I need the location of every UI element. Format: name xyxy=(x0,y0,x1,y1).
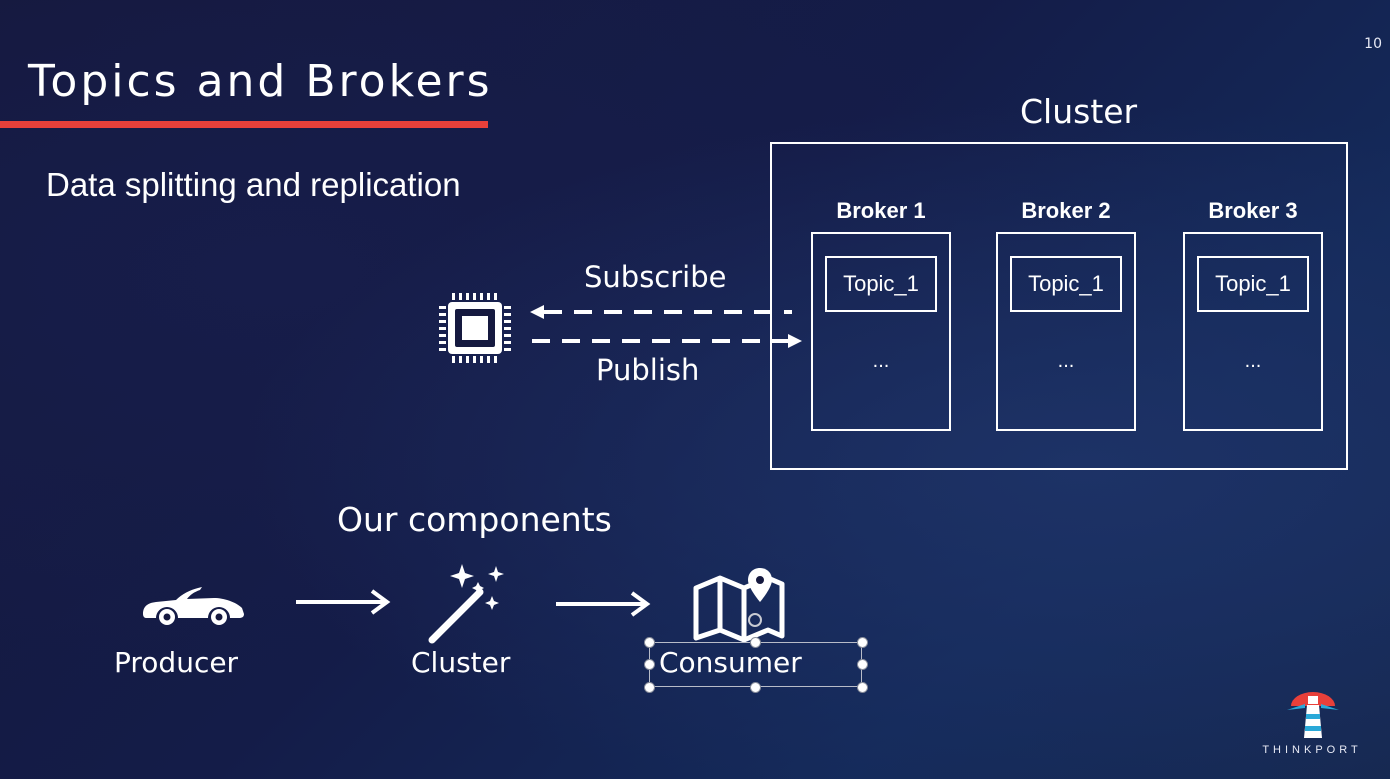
resize-handle[interactable] xyxy=(857,637,868,648)
resize-handle[interactable] xyxy=(857,682,868,693)
topic-box: Topic_1 xyxy=(825,256,937,312)
title-underline xyxy=(0,121,488,128)
cpu-chip-icon xyxy=(439,293,511,363)
broker-label: Broker 3 xyxy=(1208,198,1298,223)
broker-more: ... xyxy=(1057,350,1075,372)
logo-text: THINKPORT xyxy=(1262,744,1362,756)
producer-label: Producer xyxy=(114,646,239,679)
resize-handle[interactable] xyxy=(644,637,655,648)
subscribe-label: Subscribe xyxy=(584,260,727,294)
page-number: 10 xyxy=(1364,36,1382,52)
broker-box xyxy=(1183,232,1323,431)
slide-subtitle: Data splitting and replication xyxy=(46,166,461,203)
map-pin-icon xyxy=(693,568,785,643)
broker-more: ... xyxy=(1244,350,1262,372)
broker-more: ... xyxy=(872,350,890,372)
publish-arrow xyxy=(532,334,802,348)
car-icon xyxy=(143,587,244,625)
resize-handle[interactable] xyxy=(644,659,655,670)
broker-box xyxy=(996,232,1136,431)
broker-box xyxy=(811,232,951,431)
broker-label: Broker 2 xyxy=(1021,198,1111,223)
subscribe-arrow xyxy=(530,305,792,319)
magic-wand-icon xyxy=(428,564,504,644)
resize-handle[interactable] xyxy=(644,682,655,693)
publish-label: Publish xyxy=(596,353,700,387)
slide-title: Topics and Brokers xyxy=(28,56,493,107)
cluster-box xyxy=(770,142,1348,470)
topic-box: Topic_1 xyxy=(1197,256,1309,312)
lighthouse-logo-icon xyxy=(1287,692,1339,738)
flow-arrow-icon xyxy=(556,591,651,617)
cluster-component-label: Cluster xyxy=(411,646,511,679)
resize-handle[interactable] xyxy=(750,682,761,693)
topic-box: Topic_1 xyxy=(1010,256,1122,312)
resize-handle[interactable] xyxy=(857,659,868,670)
consumer-label[interactable]: Consumer xyxy=(659,646,802,679)
broker-label: Broker 1 xyxy=(836,198,926,223)
resize-handle[interactable] xyxy=(750,637,761,648)
cluster-title: Cluster xyxy=(1020,92,1138,131)
flow-arrow-icon xyxy=(296,589,391,615)
components-title: Our components xyxy=(337,500,612,539)
